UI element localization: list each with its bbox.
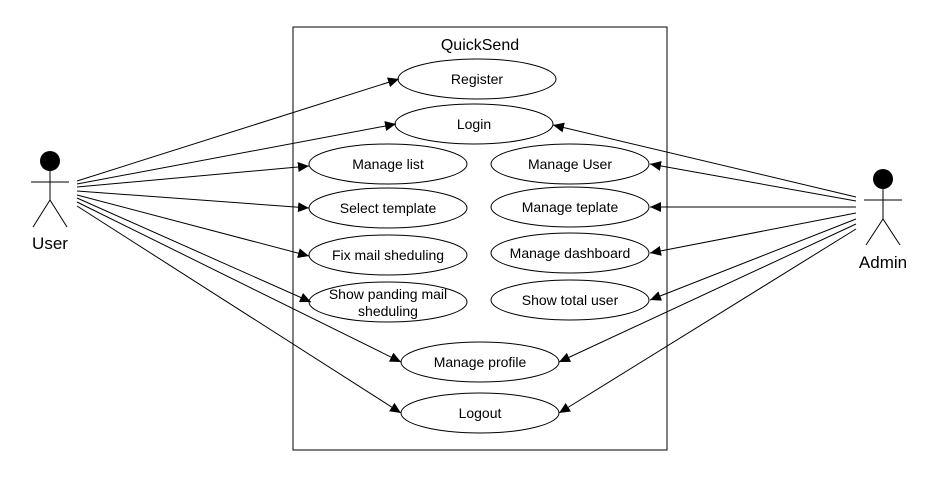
- system-title: QuickSend: [441, 37, 519, 54]
- admin-to-manage-dashboard: [649, 212, 857, 256]
- admin-to-manage-user: [649, 161, 857, 202]
- use-case-login: Login: [394, 103, 554, 145]
- admin-left-leg: [865, 218, 884, 246]
- use-case-label: Manage list: [352, 156, 424, 172]
- admin-associations: [552, 122, 857, 414]
- system-boundary-box: [292, 26, 668, 451]
- use-case-manage-template: Manage teplate: [490, 186, 650, 228]
- user-associations: [76, 77, 402, 414]
- user-to-select-template: [76, 190, 310, 213]
- user-to-logout: [76, 205, 402, 414]
- use-case-logout: Logout: [400, 392, 560, 434]
- use-case-label: Logout: [459, 405, 502, 421]
- use-case-show-pending-mail: Show panding mail sheduling: [308, 281, 468, 323]
- use-case-label-line1: Show panding mail: [329, 286, 447, 302]
- admin-to-show-total-user: [649, 218, 857, 301]
- use-case-label: Manage profile: [434, 354, 527, 370]
- use-case-label: Manage teplate: [522, 199, 619, 215]
- use-case-manage-list: Manage list: [308, 143, 468, 185]
- admin-to-logout: [558, 228, 857, 414]
- admin-label: Admin: [859, 253, 907, 272]
- use-case-label: Manage User: [528, 156, 612, 172]
- use-case-label: Login: [457, 116, 491, 132]
- admin-to-manage-profile: [558, 223, 857, 363]
- user-label: User: [32, 234, 68, 253]
- use-case-manage-dashboard: Manage dashboard: [490, 232, 650, 274]
- use-case-label: Select template: [340, 200, 437, 216]
- use-case-manage-profile: Manage profile: [400, 341, 560, 383]
- user-to-manage-list: [76, 162, 310, 188]
- system-boundary: QuickSend: [292, 26, 668, 451]
- user-to-register: [76, 77, 400, 182]
- user-head: [40, 151, 60, 171]
- user-left-leg: [32, 199, 51, 228]
- admin-to-login: [552, 122, 857, 198]
- user-to-manage-profile: [76, 201, 402, 363]
- user-to-fix-mail: [76, 194, 310, 259]
- use-case-label: Show total user: [522, 292, 619, 308]
- user-right-leg: [49, 199, 68, 228]
- use-case-show-total-user: Show total user: [490, 279, 650, 321]
- actor-user: User: [31, 151, 69, 253]
- use-case-label: Fix mail sheduling: [332, 247, 444, 263]
- use-case-fix-mail-scheduling: Fix mail sheduling: [308, 234, 468, 276]
- use-case-label: Register: [451, 71, 503, 87]
- use-case-label: Manage dashboard: [510, 245, 631, 261]
- admin-right-leg: [882, 218, 901, 246]
- user-to-show-pending: [76, 197, 312, 303]
- use-case-register: Register: [397, 58, 557, 100]
- actor-admin: Admin: [859, 169, 907, 272]
- use-case-manage-user: Manage User: [490, 143, 650, 185]
- use-case-label-line2: sheduling: [358, 303, 418, 319]
- use-case-select-template: Select template: [308, 187, 468, 229]
- admin-head: [873, 169, 893, 189]
- user-to-login: [76, 121, 397, 185]
